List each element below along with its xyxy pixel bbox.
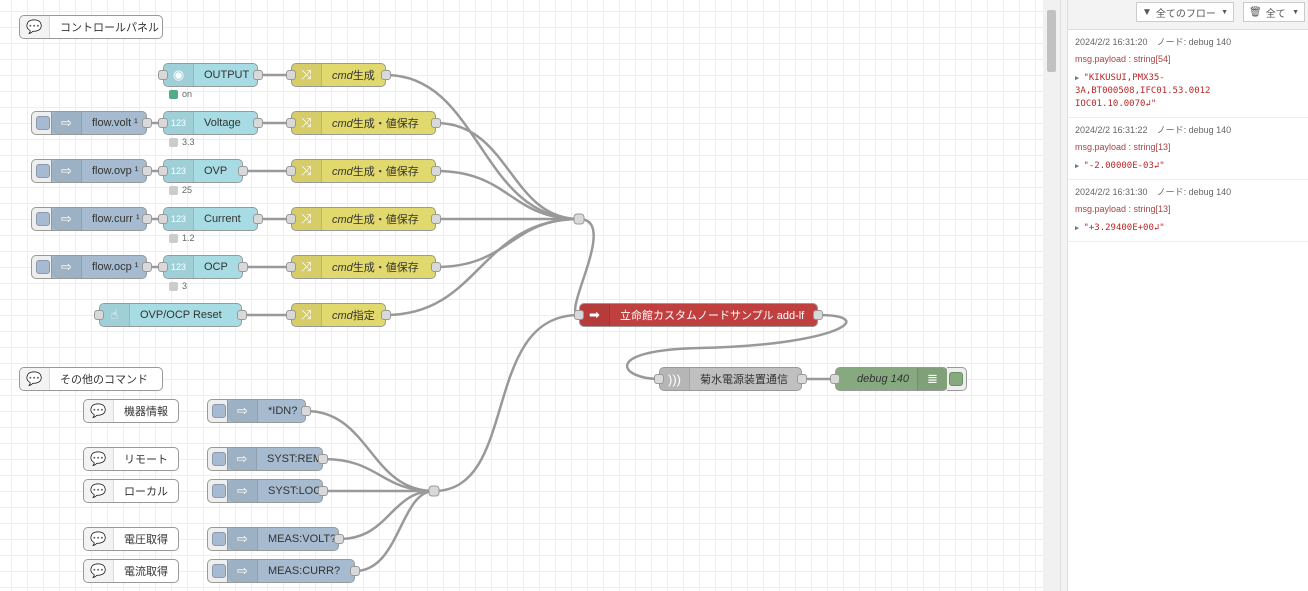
comment-control-panel[interactable]: 💬コントロールパネル <box>19 15 163 39</box>
numeric-icon: 123 <box>164 256 194 278</box>
inject-button[interactable] <box>31 111 51 135</box>
inject-button[interactable] <box>207 527 227 551</box>
comment-remote[interactable]: 💬リモート <box>83 447 179 471</box>
function-node-cmd-gen-save[interactable]: ⤨cmd生成・値保存 <box>286 111 441 135</box>
comment-icon: 💬 <box>84 400 114 422</box>
serial-wave-icon: ))) <box>660 368 690 390</box>
arrow-icon: ⇨ <box>52 112 82 134</box>
flow-workspace[interactable]: 💬コントロールパネル ◉OUTPUT on ⤨cmd生成 ⇨flow.volt … <box>0 0 1043 591</box>
arrow-icon: ⇨ <box>228 480 258 502</box>
comment-icon: 💬 <box>84 448 114 470</box>
debug-toggle-button[interactable] <box>947 367 967 391</box>
comment-icon: 💬 <box>84 560 114 582</box>
inject-button[interactable] <box>207 559 227 583</box>
inject-node-idn[interactable]: ⇨*IDN? <box>227 399 311 423</box>
inject-node-meas-volt[interactable]: ⇨MEAS:VOLT? <box>227 527 344 551</box>
node-status: on <box>169 89 192 99</box>
debug-sidebar: ▼全てのフロー▼ 🗑全て▼ 2024/2/2 16:31:20 ノード: deb… <box>1068 0 1308 591</box>
inject-node-flow-ocp[interactable]: ⇨flow.ocp ¹ <box>51 255 152 279</box>
shuffle-icon: ⤨ <box>292 208 322 230</box>
message-value[interactable]: "+3.29400E+00↲" <box>1083 223 1165 233</box>
function-node-cmd-gen-save[interactable]: ⤨cmd生成・値保存 <box>286 255 441 279</box>
numeric-icon: 123 <box>164 208 194 230</box>
inject-node-flow-volt[interactable]: ⇨flow.volt ¹ <box>51 111 152 135</box>
shuffle-icon: ⤨ <box>292 304 322 326</box>
hand-pointer-icon: ☝ <box>100 304 130 326</box>
comment-other-commands[interactable]: 💬その他のコマンド <box>19 367 163 391</box>
numeric-icon: 123 <box>164 160 194 182</box>
arrow-icon: ⇨ <box>52 208 82 230</box>
node-status: 25 <box>169 185 192 195</box>
function-node-cmd-specify[interactable]: ⤨cmd指定 <box>286 303 391 327</box>
junction[interactable] <box>428 485 440 497</box>
inject-node-syst-rem[interactable]: ⇨SYST:REM <box>227 447 328 471</box>
comment-icon: 💬 <box>84 480 114 502</box>
inject-button[interactable] <box>207 479 227 503</box>
clear-messages-dropdown[interactable]: 🗑全て▼ <box>1243 2 1305 22</box>
inject-button[interactable] <box>207 447 227 471</box>
inject-node-flow-ovp[interactable]: ⇨flow.ovp ¹ <box>51 159 152 183</box>
list-icon: ≣ <box>917 368 947 390</box>
serial-node[interactable]: )))菊水電源装置通信 <box>654 367 807 391</box>
trash-icon: 🗑 <box>1249 6 1262 18</box>
filter-icon: ▼ <box>1142 6 1152 18</box>
message-value[interactable]: "KIKUSUI,PMX35- 3A,BT000508,IFC01.53.001… <box>1075 73 1211 109</box>
arrow-icon: ⇨ <box>52 256 82 278</box>
junction[interactable] <box>573 213 585 225</box>
inject-node-meas-curr[interactable]: ⇨MEAS:CURR? <box>227 559 360 583</box>
inject-node-flow-curr[interactable]: ⇨flow.curr ¹ <box>51 207 152 231</box>
inject-node-syst-loc[interactable]: ⇨SYST:LOC <box>227 479 328 503</box>
comment-local[interactable]: 💬ローカル <box>83 479 179 503</box>
debug-node[interactable]: debug 140≣ <box>830 367 948 391</box>
numeric-icon: 123 <box>164 112 194 134</box>
custom-node-add-lf[interactable]: ➡立命館カスタムノードサンプル add-lf <box>574 303 823 327</box>
shuffle-icon: ⤨ <box>292 160 322 182</box>
inject-button[interactable] <box>207 399 227 423</box>
inject-button[interactable] <box>31 207 51 231</box>
node-status: 1.2 <box>169 233 195 243</box>
function-node-cmd-gen-save[interactable]: ⤨cmd生成・値保存 <box>286 159 441 183</box>
comment-icon: 💬 <box>20 16 50 38</box>
switch-node-output[interactable]: ◉OUTPUT <box>158 63 263 87</box>
comment-get-current[interactable]: 💬電流取得 <box>83 559 179 583</box>
inject-button[interactable] <box>31 255 51 279</box>
inject-button[interactable] <box>31 159 51 183</box>
arrow-icon: ⇨ <box>228 400 258 422</box>
sidebar-resize-handle[interactable] <box>1060 0 1068 591</box>
node-status: 3.3 <box>169 137 195 147</box>
function-node-cmd-gen-save[interactable]: ⤨cmd生成・値保存 <box>286 207 441 231</box>
arrow-right-icon: ➡ <box>580 304 610 326</box>
wires <box>147 73 848 573</box>
comment-get-voltage[interactable]: 💬電圧取得 <box>83 527 179 551</box>
toggle-icon: ◉ <box>164 64 194 86</box>
message-value[interactable]: "-2.00000E-03↲" <box>1083 161 1165 171</box>
comment-device-info[interactable]: 💬機器情報 <box>83 399 179 423</box>
function-node-cmd-gen[interactable]: ⤨cmd生成 <box>286 63 391 87</box>
filter-flows-dropdown[interactable]: ▼全てのフロー▼ <box>1136 2 1234 22</box>
chevron-down-icon: ▼ <box>1292 8 1299 16</box>
shuffle-icon: ⤨ <box>292 112 322 134</box>
chevron-down-icon: ▼ <box>1221 8 1228 16</box>
arrow-icon: ⇨ <box>228 560 258 582</box>
comment-icon: 💬 <box>84 528 114 550</box>
comment-icon: 💬 <box>20 368 50 390</box>
arrow-icon: ⇨ <box>228 528 258 550</box>
arrow-icon: ⇨ <box>228 448 257 470</box>
shuffle-icon: ⤨ <box>292 64 322 86</box>
workspace-scrollbar[interactable] <box>1043 0 1060 591</box>
shuffle-icon: ⤨ <box>292 256 322 278</box>
button-node-reset[interactable]: ☝OVP/OCP Reset <box>94 303 247 327</box>
node-status: 3 <box>169 281 187 291</box>
arrow-icon: ⇨ <box>52 160 82 182</box>
